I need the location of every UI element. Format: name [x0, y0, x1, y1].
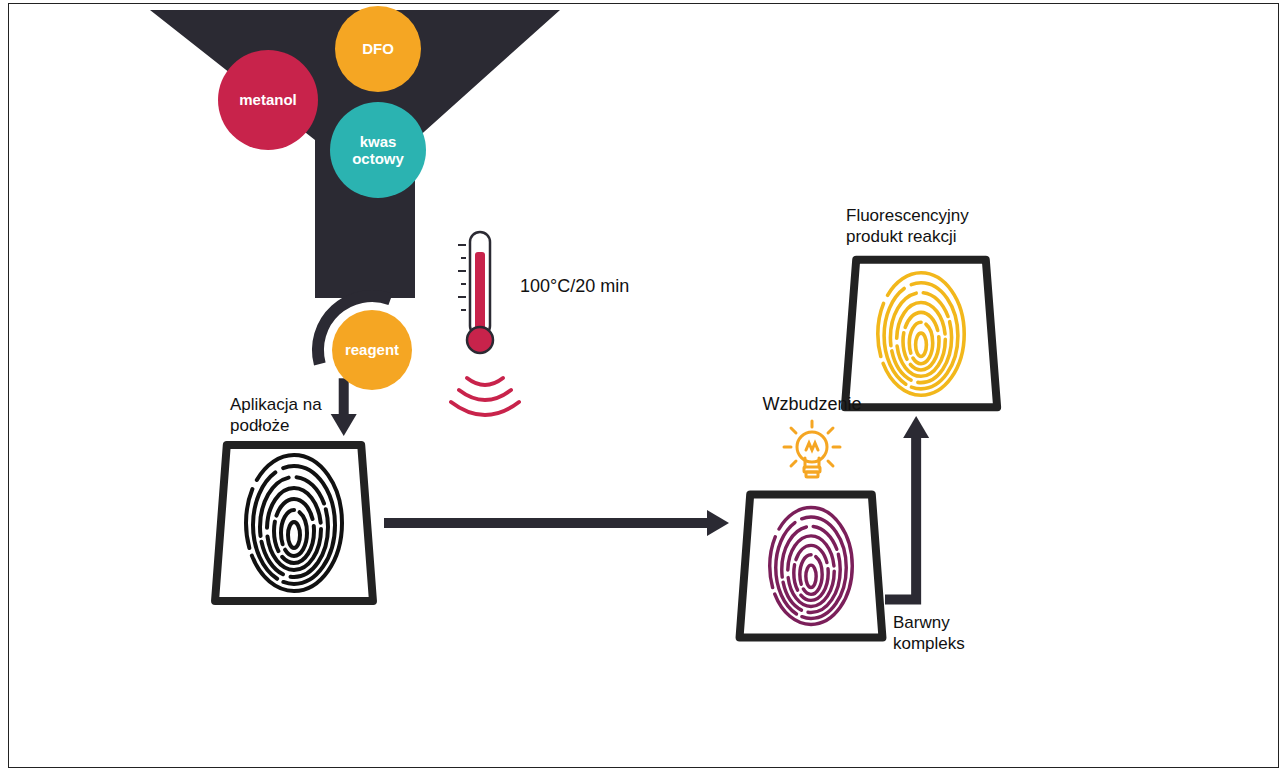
- fingerprint-purple: [770, 508, 853, 625]
- condition-label: 100°C/20 min: [520, 276, 629, 298]
- node-text: metanol: [239, 91, 297, 108]
- step-caption: Aplikacja na podłoże: [230, 394, 334, 437]
- heat-waves: [451, 378, 519, 415]
- arrow-head: [707, 510, 729, 536]
- trapezoid-frame: [840, 255, 1002, 412]
- arrow-line: [885, 434, 916, 599]
- circle-fill: [332, 310, 412, 390]
- light-bulb: [784, 421, 840, 477]
- step-label: Wzbudzenie: [752, 394, 872, 416]
- reagent-circle: reagent: [332, 310, 412, 390]
- node-text: DFO: [362, 40, 394, 57]
- thermometer: [458, 232, 493, 353]
- ingredient-circle: DFO: [335, 6, 421, 92]
- arrow-line: [339, 378, 349, 418]
- frame-outline: [740, 495, 883, 638]
- arrow-head: [903, 416, 929, 438]
- substrate-frame: Aplikacja na podłoże: [210, 440, 378, 606]
- frame-outline: [845, 260, 997, 408]
- arrow-head: [331, 414, 357, 436]
- frame-outline: [215, 445, 373, 601]
- ingredient-circle: kwas octowy: [330, 102, 426, 198]
- flow-arrow: [331, 378, 357, 436]
- flow-arrow: [384, 510, 729, 536]
- trapezoid-frame: [735, 490, 887, 642]
- fingerprint-yellow: [878, 273, 964, 395]
- circle-fill: [335, 6, 421, 92]
- ingredient-circle: metanol: [218, 50, 318, 150]
- circle-fill: [218, 50, 318, 150]
- node-text: reagent: [345, 341, 399, 358]
- node-text: kwas octowy: [343, 133, 413, 168]
- circle-fill: [330, 102, 426, 198]
- step-caption: Barwny kompleks: [893, 612, 1003, 655]
- arrow-line: [384, 518, 711, 528]
- step-caption: Fluorescencyjny produkt reakcji: [846, 205, 1006, 248]
- page-frame: [9, 4, 1279, 768]
- fingerprint-black: [246, 455, 342, 591]
- substrate-frame: Barwny kompleks: [735, 490, 887, 642]
- flow-arrow: [885, 416, 929, 599]
- trapezoid-frame: [210, 440, 378, 606]
- substrate-frame: Fluorescencyjny produkt reakcji: [840, 255, 1002, 412]
